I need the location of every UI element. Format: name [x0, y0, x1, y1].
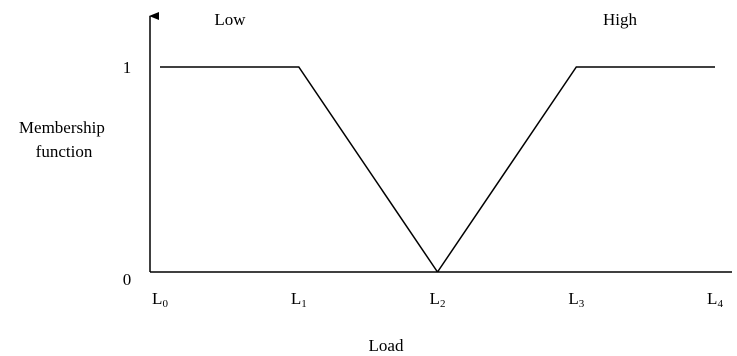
x-tick-subscript-3: 3: [579, 298, 585, 310]
x-tick-base-2: L: [430, 289, 440, 308]
series-line-low: [160, 66, 439, 273]
x-tick-subscript-2: 2: [440, 298, 446, 310]
x-tick-subscript-4: 4: [717, 298, 723, 310]
y-tick-label-0: 0: [123, 270, 132, 289]
y-axis-label: Membership function: [19, 118, 109, 161]
x-tick-label-2: L2: [430, 289, 446, 310]
x-tick-base-1: L: [291, 289, 301, 308]
x-axis-label: Load: [369, 336, 404, 355]
y-axis-label-line-2: function: [36, 142, 93, 161]
x-tick-base-4: L: [707, 289, 717, 308]
x-tick-label-3: L3: [568, 289, 584, 310]
y-axis-label-line-1: Membership: [19, 118, 105, 137]
x-tick-base-0: L: [152, 289, 162, 308]
series-lines: [160, 66, 715, 273]
x-tick-label-1: L1: [291, 289, 307, 310]
y-tick-label-1: 1: [123, 58, 132, 77]
series-label-low: Low: [214, 10, 246, 29]
series-line-high: [436, 66, 715, 273]
x-tick-base-3: L: [568, 289, 578, 308]
x-tick-label-0: L0: [152, 289, 168, 310]
x-tick-subscript-0: 0: [162, 298, 168, 310]
x-tick-subscript-1: 1: [301, 298, 307, 310]
series-label-high: High: [603, 10, 638, 29]
x-tick-label-4: L4: [707, 289, 723, 310]
